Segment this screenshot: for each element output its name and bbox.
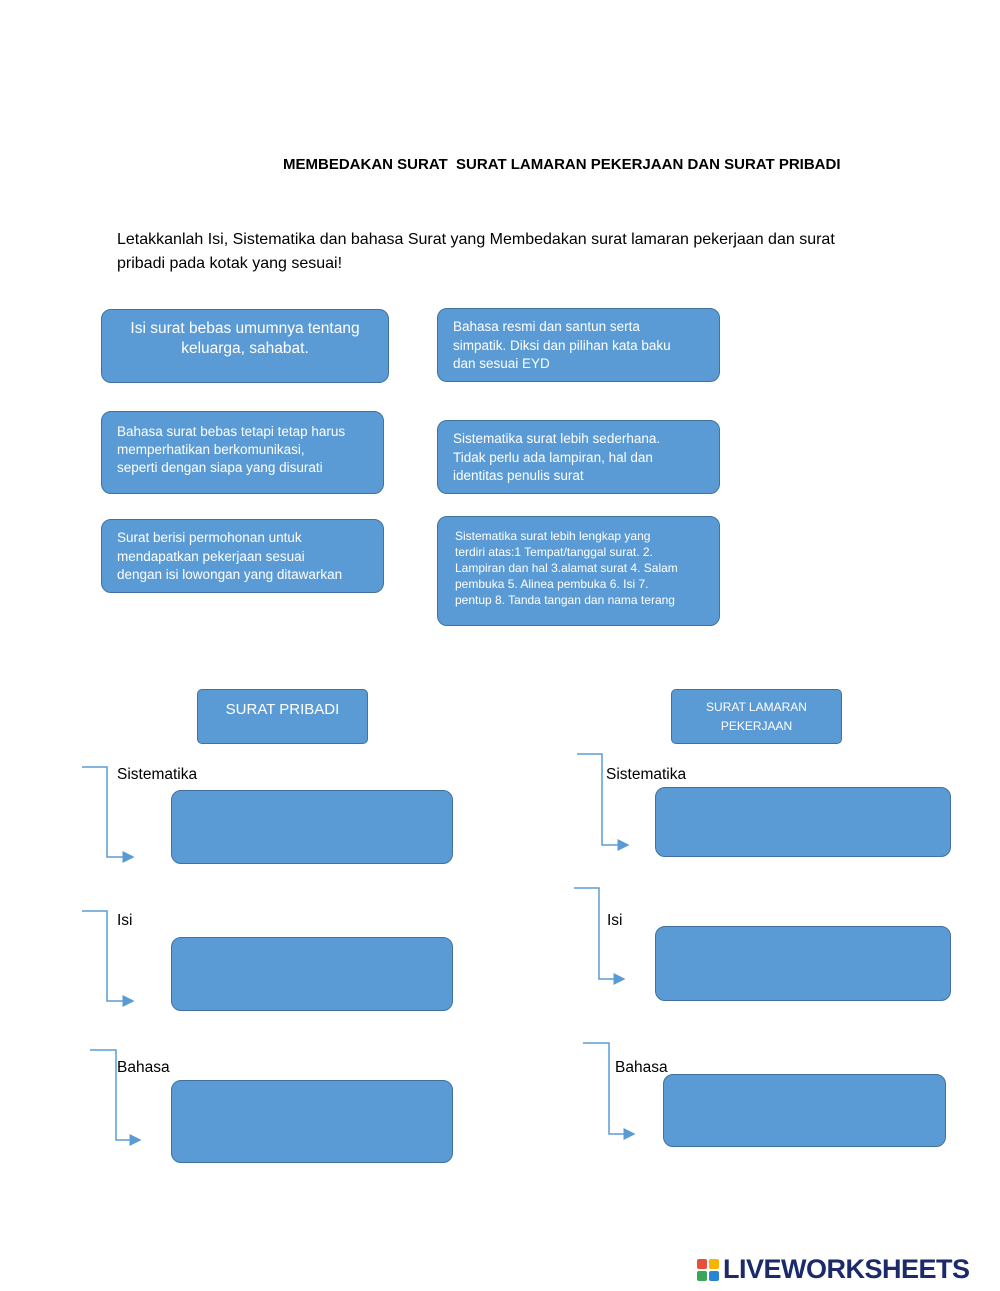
instruction-text: Letakkanlah Isi, Sistematika dan bahasa … [117,231,835,272]
drop-zone-isi-lamaran[interactable] [655,926,951,1001]
drop-zone-sistematika-pribadi[interactable] [171,790,453,864]
label-isi-pribadi: Isi [117,912,133,929]
answer-card-isi-pribadi[interactable]: Isi surat bebas umumnya tentang keluarga… [101,309,389,383]
page-title: MEMBEDAKAN SURAT SURAT LAMARAN PEKERJAAN… [283,156,841,173]
card-text: Isi surat bebas umumnya tentang keluarga… [130,320,360,357]
logo-text: LIVEWORKSHEETS [723,1254,970,1284]
label-isi-lamaran: Isi [607,912,623,929]
liveworksheets-logo: LIVEWORKSHEETS [697,1254,970,1285]
header-surat-pribadi: SURAT PRIBADI [197,689,368,744]
label-sistematika-pribadi: Sistematika [117,766,198,783]
card-text: Bahasa resmi dan santun serta simpatik. … [453,319,671,371]
answer-card-sistematika-pribadi[interactable]: Sistematika surat lebih sederhana. Tidak… [437,420,720,494]
answer-card-sistematika-lamaran[interactable]: Sistematika surat lebih lengkap yang ter… [437,516,720,626]
label-sistematika-lamaran: Sistematika [606,766,687,783]
header-label: SURAT LAMARAN PEKERJAAN [706,699,807,733]
card-text: Sistematika surat lebih sederhana. Tidak… [453,431,661,483]
card-text: Surat berisi permohonan untuk mendapatka… [117,530,343,582]
header-label: SURAT PRIBADI [225,701,340,718]
drop-zone-bahasa-lamaran[interactable] [663,1074,946,1147]
card-text: Bahasa surat bebas tetapi tetap harus me… [117,424,346,475]
drop-zone-sistematika-lamaran[interactable] [655,787,951,857]
answer-card-bahasa-lamaran[interactable]: Bahasa resmi dan santun serta simpatik. … [437,308,720,382]
card-text: Sistematika surat lebih lengkap yang ter… [455,529,678,607]
answer-card-bahasa-pribadi[interactable]: Bahasa surat bebas tetapi tetap harus me… [101,411,384,494]
liveworksheets-logo-icon [697,1258,719,1281]
drop-zone-isi-pribadi[interactable] [171,937,453,1011]
header-surat-lamaran: SURAT LAMARAN PEKERJAAN [671,689,842,744]
label-bahasa-pribadi: Bahasa [117,1059,170,1076]
answer-card-isi-lamaran[interactable]: Surat berisi permohonan untuk mendapatka… [101,519,384,593]
drop-zone-bahasa-pribadi[interactable] [171,1080,453,1163]
label-bahasa-lamaran: Bahasa [615,1059,668,1076]
